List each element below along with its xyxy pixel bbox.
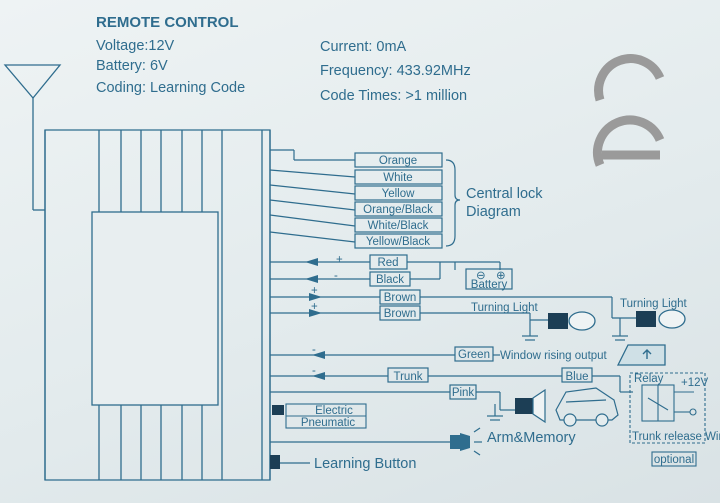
relay-icon bbox=[629, 372, 706, 467]
turning-light-wires bbox=[270, 289, 636, 341]
sign-minus-green: - bbox=[312, 344, 316, 356]
spec-frequency: Frequency: 433.92MHz bbox=[320, 63, 471, 79]
trunk-wire bbox=[270, 367, 633, 393]
sign-plus-red: + bbox=[336, 254, 343, 266]
title: REMOTE CONTROL bbox=[96, 14, 239, 31]
learning-button-label: Learning Button bbox=[314, 456, 416, 472]
wire-brown-1: Brown bbox=[384, 292, 417, 304]
power-wires bbox=[270, 254, 513, 290]
sign-minus-trunk: - bbox=[312, 365, 316, 377]
spec-code-times: Code Times: >1 million bbox=[320, 88, 467, 104]
wire-green: Green bbox=[458, 349, 490, 361]
control-module bbox=[44, 129, 271, 481]
window-icon bbox=[616, 344, 666, 366]
battery-pos: ⊕ bbox=[496, 270, 506, 282]
wire-pink: Pink bbox=[452, 387, 475, 399]
turning-light-label-left: Turning Light bbox=[471, 302, 539, 314]
sign-minus-black: - bbox=[334, 270, 338, 282]
arm-memory-label: Arm&Memory bbox=[487, 430, 576, 446]
wire-brown-2: Brown bbox=[384, 308, 417, 320]
trunk-release-wiring: Trunk release Wiring bbox=[632, 431, 720, 443]
wire-white-black: White/Black bbox=[368, 220, 429, 232]
arrow-trunk bbox=[312, 372, 325, 380]
spec-battery: Battery: 6V bbox=[96, 58, 168, 74]
window-rising-label: Window rising output bbox=[500, 350, 608, 362]
window-wire bbox=[270, 346, 500, 362]
sign-plus-2: + bbox=[311, 301, 318, 313]
led-icon bbox=[450, 427, 482, 456]
arrow-green bbox=[312, 351, 325, 359]
car-icon bbox=[555, 387, 619, 427]
arrow-brown-2 bbox=[309, 309, 322, 317]
wire-orange: Orange bbox=[379, 155, 417, 167]
antenna-icon bbox=[3, 64, 62, 211]
turning-light-label-right: Turning Light bbox=[620, 298, 688, 310]
central-lock-caption-2: Diagram bbox=[466, 204, 521, 220]
relay-voltage: +12V bbox=[681, 377, 709, 389]
wire-orange-black: Orange/Black bbox=[363, 204, 433, 216]
lamp-icon bbox=[548, 309, 686, 331]
lock-type-electric: Electric bbox=[315, 405, 353, 417]
siren-icon bbox=[515, 388, 546, 424]
wire-black: Black bbox=[376, 274, 404, 286]
wire-red: Red bbox=[377, 257, 398, 269]
lock-type-selector bbox=[272, 403, 367, 429]
ce-mark-icon bbox=[593, 54, 665, 167]
learning-button[interactable] bbox=[270, 455, 280, 469]
spec-current: Current: 0mA bbox=[320, 39, 407, 55]
sign-plus-1: + bbox=[311, 285, 318, 297]
wire-white: White bbox=[383, 172, 412, 184]
arrow-black bbox=[305, 275, 318, 283]
central-lock-caption: Central lock bbox=[466, 186, 543, 202]
battery-label: Battery bbox=[471, 279, 508, 291]
wire-blue: Blue bbox=[565, 371, 588, 383]
wire-yellow: Yellow bbox=[382, 188, 416, 200]
battery-neg: ⊖ bbox=[476, 270, 486, 282]
spec-coding: Coding: Learning Code bbox=[96, 80, 245, 96]
spec-voltage: Voltage:12V bbox=[96, 38, 175, 54]
central-lock-wires bbox=[269, 149, 461, 249]
relay-label: Relay bbox=[634, 373, 664, 385]
arrow-brown-1 bbox=[309, 293, 322, 301]
pink-wire bbox=[270, 384, 515, 421]
wire-yellow-black: Yellow/Black bbox=[366, 236, 430, 248]
optional-label: optional bbox=[654, 454, 694, 466]
lock-type-pneumatic: Pneumatic bbox=[301, 417, 356, 429]
arrow-red bbox=[305, 258, 318, 266]
wire-trunk: Trunk bbox=[394, 371, 423, 383]
